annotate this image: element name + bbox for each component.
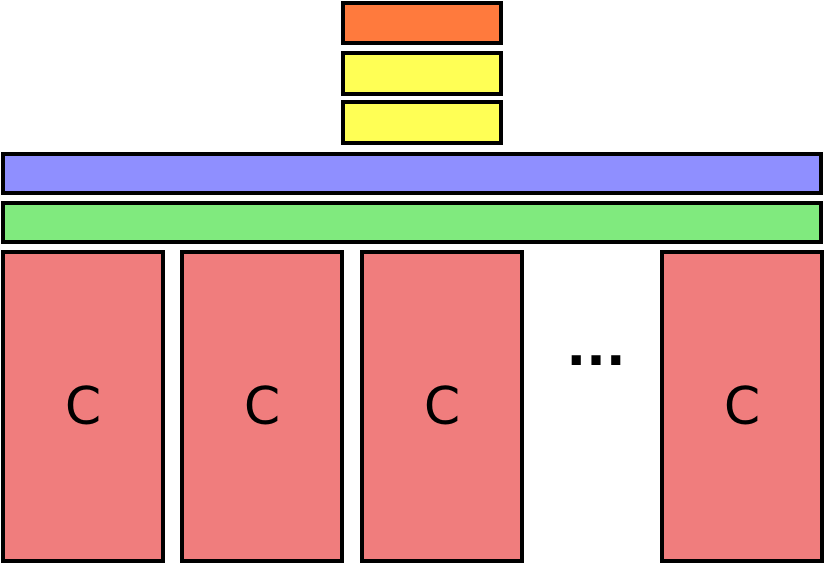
core-block-2: C — [180, 250, 344, 563]
yellow-block-1 — [341, 51, 503, 96]
core-block-1: C — [1, 250, 165, 563]
core-label-4: C — [723, 376, 761, 437]
core-label-1: C — [64, 376, 102, 437]
core-block-3: C — [360, 250, 524, 563]
green-bar — [1, 201, 823, 244]
yellow-block-2 — [341, 100, 503, 145]
top-block — [341, 1, 503, 45]
core-block-4: C — [660, 250, 824, 563]
blue-bar — [1, 152, 823, 195]
core-label-2: C — [243, 376, 281, 437]
core-label-3: C — [423, 376, 461, 437]
ellipsis: ... — [566, 318, 626, 378]
